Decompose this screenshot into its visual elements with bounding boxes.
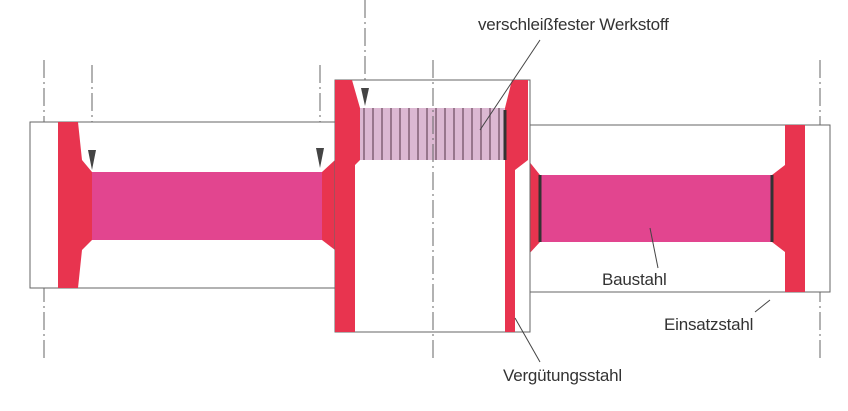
left-rim-case-hardened (58, 122, 92, 288)
right-rim-case-hardened (772, 125, 805, 292)
right-wheel (527, 124, 831, 293)
hub (334, 60, 531, 360)
label-wear-resistant-material: verschleißfester Werkstoff (478, 15, 669, 34)
force-arrows (88, 88, 369, 170)
right-web-structural (540, 175, 772, 242)
arrow-icon (88, 150, 96, 170)
label-case-hardening-steel: Einsatzstahl (664, 315, 754, 334)
label-tempering-steel: Vergütungsstahl (503, 366, 622, 385)
arrow-icon (316, 148, 324, 168)
arrow-icon (361, 88, 369, 106)
left-web-structural (92, 172, 322, 240)
label-structural-steel: Baustahl (602, 270, 667, 289)
hub-left-tempered (335, 80, 360, 332)
hub-right-tempered (505, 80, 528, 332)
left-wheel (29, 121, 336, 289)
leader-lines (479, 39, 771, 363)
